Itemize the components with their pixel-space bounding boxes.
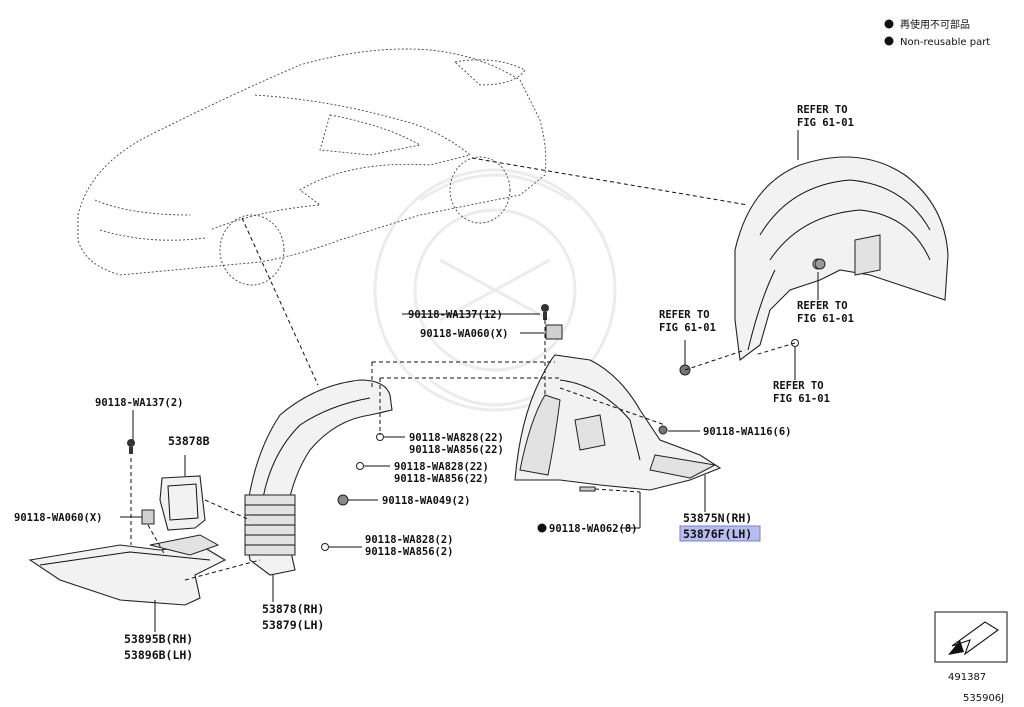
pin-icon	[321, 543, 329, 551]
non-reusable-bullet-icon	[884, 36, 894, 46]
refer-label-line2[interactable]: FIG 61-01	[797, 313, 854, 325]
pin-icon	[376, 433, 384, 441]
orientation-box: 491387	[934, 611, 1008, 683]
callout-part-number[interactable]: 90118-WA137(12)	[408, 309, 503, 321]
refer-label-line2[interactable]: FIG 61-01	[659, 322, 716, 334]
diagram-id: 535906J	[963, 693, 1004, 704]
non-reusable-bullet-icon	[537, 523, 547, 533]
non-reusable-bullet-icon	[884, 19, 894, 29]
legend: 再使用不可部品 Non-reusable part	[884, 18, 990, 48]
bolt-icon	[337, 494, 349, 506]
leader-lines	[120, 130, 819, 632]
callout-part-number[interactable]: 90118-WA062(8)	[549, 523, 638, 535]
screw-icon	[127, 439, 135, 454]
refer-label-line1[interactable]: REFER TO	[797, 104, 848, 116]
part-number-label[interactable]: 53875N(RH)	[683, 511, 752, 525]
part-number-label[interactable]: 53895B(RH)	[124, 632, 193, 646]
part-number-label[interactable]: 53896B(LH)	[124, 648, 193, 662]
callout-part-number[interactable]: 90118-WA828(22)	[394, 461, 489, 473]
refer-label-line1[interactable]: REFER TO	[659, 309, 710, 321]
callout-part-number[interactable]: 90118-WA856(22)	[409, 444, 504, 456]
nut-icon	[814, 258, 826, 270]
clip-icon	[141, 509, 155, 525]
callout-part-number[interactable]: 90118-WA137(2)	[95, 397, 184, 409]
clip-icon	[658, 425, 668, 435]
refer-label-line1[interactable]: REFER TO	[797, 300, 848, 312]
callout-part-number[interactable]: 90118-WA828(2)	[365, 534, 454, 546]
pin-icon	[356, 462, 364, 470]
callout-part-number[interactable]: 90118-WA049(2)	[382, 495, 471, 507]
refer-label-line2[interactable]: FIG 61-01	[773, 393, 830, 405]
legend-en: Non-reusable part	[900, 37, 990, 48]
car-outline	[77, 48, 547, 286]
front-fender-liner-front	[244, 379, 393, 576]
part-number-label[interactable]: 53878B	[168, 434, 210, 448]
screw-icon	[541, 304, 549, 320]
callouts: 90118-WA137(12) 90118-WA060(X) 90118-WA1…	[14, 309, 792, 662]
vent-grille	[244, 494, 296, 556]
part-number-label[interactable]: 53879(LH)	[262, 618, 324, 632]
front-fender-liner-rear	[514, 354, 722, 491]
callout-part-number[interactable]: 90118-WA060(X)	[420, 328, 509, 340]
direction-arrow-icon	[951, 621, 999, 656]
callout-part-number[interactable]: 90118-WA116(6)	[703, 426, 792, 438]
figure-number: 491387	[948, 672, 986, 683]
refer-label-line2[interactable]: FIG 61-01	[797, 117, 854, 129]
part-number-label-selected[interactable]: 53876F(LH)	[683, 527, 752, 541]
refer-label-line1[interactable]: REFER TO	[773, 380, 824, 392]
seal-piece	[159, 475, 206, 531]
fasteners	[127, 258, 826, 551]
part-number-label[interactable]: 53878(RH)	[262, 602, 324, 616]
callout-part-number[interactable]: 90118-WA828(22)	[409, 432, 504, 444]
rear-inner-fender-liner-ref	[734, 156, 949, 362]
refer-labels: REFER TO FIG 61-01 REFER TO FIG 61-01 RE…	[659, 104, 854, 405]
callout-part-number[interactable]: 90118-WA060(X)	[14, 512, 103, 524]
callout-part-number[interactable]: 90118-WA856(22)	[394, 473, 489, 485]
callout-part-number[interactable]: 90118-WA856(2)	[365, 546, 454, 558]
undercover-panel	[28, 534, 227, 606]
watermark-emblem	[373, 168, 617, 412]
legend-ja: 再使用不可部品	[900, 18, 970, 31]
clip-icon	[545, 324, 563, 340]
selected-part-highlight	[679, 525, 761, 542]
arrow-head-icon	[948, 640, 964, 655]
pin-icon	[579, 486, 596, 492]
